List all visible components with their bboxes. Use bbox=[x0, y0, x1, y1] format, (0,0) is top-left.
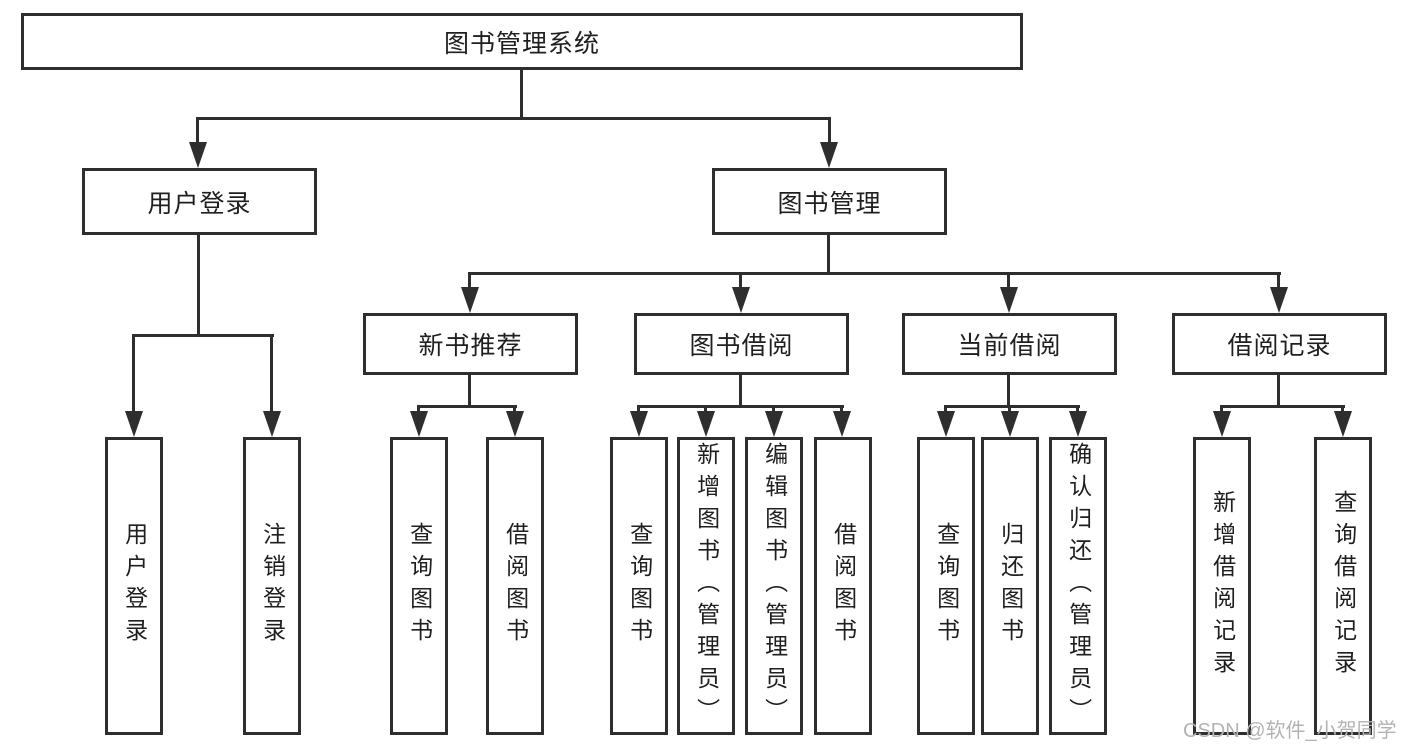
leaf-logout: 注销登录 bbox=[243, 437, 301, 735]
arrow-down-icon bbox=[1334, 411, 1352, 437]
connector-root-stub bbox=[520, 68, 523, 120]
connector-arrow-shaft bbox=[1008, 406, 1011, 415]
connector-arrow-shaft bbox=[704, 406, 707, 415]
arrow-down-icon bbox=[833, 411, 851, 437]
connector-bb-stub bbox=[739, 373, 742, 407]
arrow-down-icon bbox=[263, 411, 281, 437]
connector-cb-stub bbox=[1007, 373, 1010, 407]
leaf-edit-book-admin-label: 编辑图书（管理员） bbox=[761, 442, 788, 730]
arrow-down-icon bbox=[820, 142, 838, 168]
arrow-down-icon bbox=[1069, 411, 1087, 437]
connector-arrow-shaft bbox=[1076, 406, 1079, 415]
connector-bookmgmt-bar bbox=[468, 272, 1281, 275]
connector-arrow-shaft bbox=[944, 406, 947, 415]
arrow-down-icon bbox=[189, 142, 207, 168]
node-library-system-label: 图书管理系统 bbox=[443, 29, 600, 58]
leaf-add-book-admin: 新增图书（管理员） bbox=[677, 437, 735, 735]
connector-arrow-shaft bbox=[1220, 406, 1223, 415]
connector-arrow-shaft bbox=[828, 118, 831, 146]
leaf-query-books-borrowing: 查询图书 bbox=[610, 437, 668, 735]
node-book-management-label: 图书管理 bbox=[777, 189, 882, 218]
leaf-edit-book-admin: 编辑图书（管理员） bbox=[745, 437, 803, 735]
connector-arrow-shaft bbox=[196, 118, 199, 146]
node-borrowing-records: 借阅记录 bbox=[1172, 313, 1387, 375]
node-borrowing-records-label: 借阅记录 bbox=[1227, 332, 1332, 360]
leaf-query-borrow-record-label: 查询借阅记录 bbox=[1330, 490, 1357, 682]
connector-arrow-shaft bbox=[1277, 273, 1280, 291]
leaf-confirm-return-admin: 确认归还（管理员） bbox=[1049, 437, 1107, 735]
node-book-management: 图书管理 bbox=[712, 168, 947, 235]
leaf-borrow-books-recommend: 借阅图书 bbox=[486, 437, 544, 735]
leaf-return-books-label: 归还图书 bbox=[997, 522, 1024, 650]
arrow-down-icon bbox=[461, 287, 479, 313]
arrow-down-icon bbox=[1000, 287, 1018, 313]
connector-arrow-shaft bbox=[840, 406, 843, 415]
arrow-down-icon bbox=[1270, 287, 1288, 313]
leaf-query-books-recommend: 查询图书 bbox=[390, 437, 448, 735]
node-book-borrowing-label: 图书借阅 bbox=[689, 332, 794, 360]
connector-arrow-shaft bbox=[1341, 406, 1344, 415]
connector-arrow-shaft bbox=[417, 406, 420, 415]
node-book-borrowing: 图书借阅 bbox=[634, 313, 849, 375]
leaf-borrow-books-borrowing-label: 借阅图书 bbox=[830, 522, 857, 650]
arrow-down-icon bbox=[937, 411, 955, 437]
node-user-login-label: 用户登录 bbox=[147, 189, 252, 218]
leaf-return-books: 归还图书 bbox=[981, 437, 1039, 735]
arrow-down-icon bbox=[1213, 411, 1231, 437]
node-user-login: 用户登录 bbox=[82, 168, 317, 235]
connector-nbr-bar bbox=[417, 405, 517, 408]
connector-userlogin-stub bbox=[197, 233, 200, 337]
leaf-query-books-recommend-label: 查询图书 bbox=[406, 522, 433, 650]
leaf-query-borrow-record: 查询借阅记录 bbox=[1314, 437, 1372, 735]
connector-arrow-shaft bbox=[739, 273, 742, 291]
csdn-watermark: CSDN @软件_小贺同学 bbox=[1183, 720, 1397, 742]
node-new-book-recommend: 新书推荐 bbox=[363, 313, 578, 375]
arrow-down-icon bbox=[410, 411, 428, 437]
connector-arrow-shaft bbox=[468, 273, 471, 291]
connector-bb-bar bbox=[637, 405, 844, 408]
node-current-borrowing: 当前借阅 bbox=[902, 313, 1117, 375]
arrow-down-icon bbox=[506, 411, 524, 437]
connector-arrow-shaft bbox=[637, 406, 640, 415]
leaf-confirm-return-admin-label: 确认归还（管理员） bbox=[1065, 442, 1092, 730]
leaf-query-books-current-label: 查询图书 bbox=[933, 522, 960, 650]
arrow-down-icon bbox=[697, 411, 715, 437]
connector-nbr-stub bbox=[468, 373, 471, 407]
connector-arrow-shaft bbox=[270, 335, 273, 415]
node-new-book-recommend-label: 新书推荐 bbox=[418, 332, 523, 360]
leaf-borrow-books-borrowing: 借阅图书 bbox=[814, 437, 872, 735]
connector-root-bar bbox=[196, 117, 831, 120]
arrow-down-icon bbox=[630, 411, 648, 437]
arrow-down-icon bbox=[1001, 411, 1019, 437]
connector-br-stub bbox=[1277, 373, 1280, 407]
connector-arrow-shaft bbox=[1007, 273, 1010, 291]
connector-arrow-shaft bbox=[132, 335, 135, 415]
arrow-down-icon bbox=[125, 411, 143, 437]
leaf-logout-label: 注销登录 bbox=[259, 522, 286, 650]
connector-userlogin-bar bbox=[132, 334, 274, 337]
leaf-add-borrow-record-label: 新增借阅记录 bbox=[1209, 490, 1236, 682]
arrow-down-icon bbox=[732, 287, 750, 313]
arrow-down-icon bbox=[765, 411, 783, 437]
leaf-user-login-label: 用户登录 bbox=[121, 522, 148, 650]
connector-bookmgmt-stub bbox=[827, 233, 830, 275]
leaf-add-book-admin-label: 新增图书（管理员） bbox=[693, 442, 720, 730]
leaf-user-login: 用户登录 bbox=[105, 437, 163, 735]
leaf-query-books-borrowing-label: 查询图书 bbox=[626, 522, 653, 650]
leaf-add-borrow-record: 新增借阅记录 bbox=[1193, 437, 1251, 735]
connector-arrow-shaft bbox=[513, 406, 516, 415]
connector-cb-bar bbox=[944, 405, 1080, 408]
connector-br-bar bbox=[1220, 405, 1345, 408]
leaf-borrow-books-recommend-label: 借阅图书 bbox=[502, 522, 529, 650]
connector-arrow-shaft bbox=[772, 406, 775, 415]
leaf-query-books-current: 查询图书 bbox=[917, 437, 975, 735]
node-current-borrowing-label: 当前借阅 bbox=[957, 332, 1062, 360]
node-library-system: 图书管理系统 bbox=[21, 13, 1023, 70]
